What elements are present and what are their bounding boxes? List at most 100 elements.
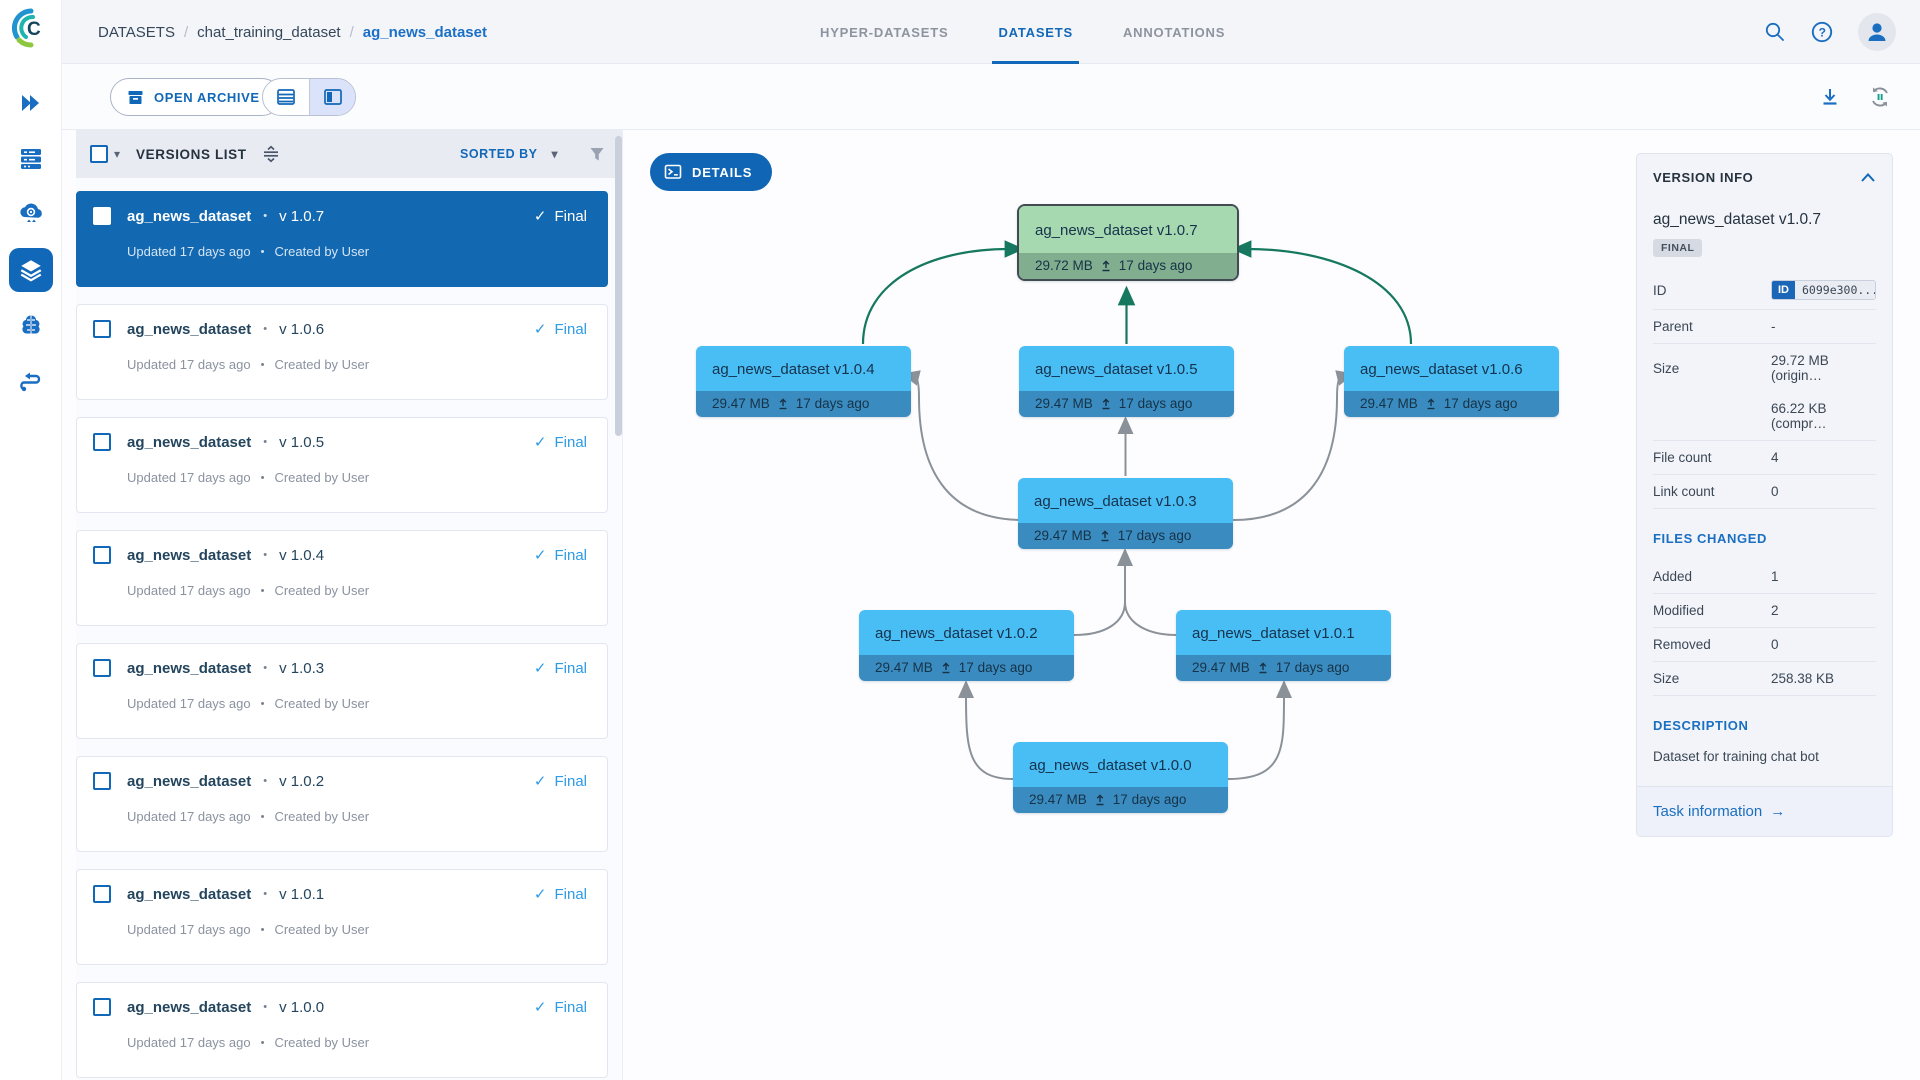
version-checkbox[interactable] [93, 546, 111, 564]
chevron-up-icon[interactable] [1860, 172, 1876, 183]
version-list-item-v1-0-3[interactable]: ag_news_dataset • v 1.0.3 ✓Final Updated… [76, 643, 608, 739]
dot-separator: • [263, 549, 268, 561]
graph-node-v1-0-5[interactable]: ag_news_dataset v1.0.5 29.47 MB 17 days … [1019, 346, 1234, 417]
tab-annotations[interactable]: ANNOTATIONS [1122, 24, 1226, 40]
dot-separator: • [260, 584, 265, 597]
status-final: ✓Final [533, 659, 587, 678]
status-final: ✓Final [533, 546, 587, 565]
version-list-item-v1-0-6[interactable]: ag_news_dataset • v 1.0.6 ✓Final Updated… [76, 304, 608, 400]
open-archive-button[interactable]: OPEN ARCHIVE [110, 78, 281, 116]
tab-hyper-datasets[interactable]: HYPER-DATASETS [820, 24, 949, 40]
graph-node-v1-0-4[interactable]: ag_news_dataset v1.0.4 29.47 MB 17 days … [696, 346, 911, 417]
version-list-item-v1-0-7[interactable]: ag_news_dataset • v 1.0.7 ✓Final Updated… [76, 191, 608, 287]
rail-pipelines-button[interactable] [0, 368, 62, 396]
description-header: DESCRIPTION [1653, 718, 1749, 733]
help-icon[interactable]: ? [1810, 20, 1834, 44]
id-chip-key: ID [1772, 281, 1795, 299]
graph-node-v1-0-6[interactable]: ag_news_dataset v1.0.6 29.47 MB 17 days … [1344, 346, 1559, 417]
version-checkbox[interactable] [93, 998, 111, 1016]
removed-label: Removed [1653, 637, 1711, 652]
graph-node-v1-0-3[interactable]: ag_news_dataset v1.0.3 29.47 MB 17 days … [1018, 478, 1233, 549]
search-icon[interactable] [1764, 21, 1786, 43]
sorted-by-label: SORTED BY [460, 147, 538, 161]
versions-list-title: VERSIONS LIST [136, 146, 247, 162]
created-text: Created by User [274, 922, 370, 937]
breadcrumb-project[interactable]: chat_training_dataset [197, 23, 341, 41]
rail-workers-button[interactable] [0, 200, 62, 228]
rail-projects-button[interactable] [0, 146, 62, 172]
download-icon[interactable] [1820, 87, 1840, 107]
check-icon: ✓ [533, 208, 547, 225]
split-view-toggle-active[interactable] [309, 79, 355, 115]
version-list-item-v1-0-5[interactable]: ag_news_dataset • v 1.0.5 ✓Final Updated… [76, 417, 608, 513]
node-age: 17 days ago [1112, 792, 1187, 807]
version-checkbox[interactable] [93, 320, 111, 338]
node-meta: 29.47 MB 17 days ago [696, 391, 911, 417]
version-list-item-v1-0-1[interactable]: ag_news_dataset • v 1.0.1 ✓Final Updated… [76, 869, 608, 965]
details-button[interactable]: DETAILS [650, 153, 773, 191]
version-checkbox[interactable] [93, 772, 111, 790]
version-name: ag_news_dataset [127, 207, 252, 225]
funnel-icon [590, 148, 604, 161]
dot-separator: • [263, 1001, 268, 1013]
created-text: Created by User [274, 809, 370, 824]
node-label: ag_news_dataset v1.0.7 [1019, 206, 1237, 253]
id-copy-chip[interactable]: ID 6099e300... [1771, 280, 1876, 300]
version-name: ag_news_dataset [127, 433, 252, 451]
dot-separator: • [260, 471, 265, 484]
node-label: ag_news_dataset v1.0.2 [859, 610, 1074, 655]
task-information-link[interactable]: Task information → [1653, 803, 1876, 820]
auto-refresh-icon[interactable] [1868, 85, 1892, 109]
version-name: ag_news_dataset [127, 885, 252, 903]
tab-datasets[interactable]: DATASETS [992, 0, 1079, 64]
updated-text: Updated 17 days ago [127, 922, 251, 937]
breadcrumb-separator: / [183, 23, 189, 41]
rail-expand-button[interactable] [0, 90, 62, 116]
rail-models-button[interactable] [0, 312, 62, 338]
select-all-caret-icon[interactable]: ▾ [114, 147, 121, 161]
version-number: v 1.0.7 [279, 207, 325, 225]
version-number: v 1.0.6 [279, 320, 325, 338]
pipeline-icon [20, 372, 41, 392]
version-checkbox[interactable] [93, 885, 111, 903]
dot-separator: • [260, 810, 265, 823]
version-list-item-v1-0-4[interactable]: ag_news_dataset • v 1.0.4 ✓Final Updated… [76, 530, 608, 626]
avatar[interactable] [1858, 13, 1896, 51]
created-text: Created by User [274, 470, 370, 485]
breadcrumb-current-dataset[interactable]: ag_news_dataset [362, 23, 487, 41]
graph-node-v1-0-7-selected[interactable]: ag_news_dataset v1.0.7 29.72 MB 17 days … [1017, 204, 1239, 281]
graph-node-v1-0-0[interactable]: ag_news_dataset v1.0.0 29.47 MB 17 days … [1013, 742, 1228, 813]
version-list-item-v1-0-0[interactable]: ag_news_dataset • v 1.0.0 ✓Final Updated… [76, 982, 608, 1078]
node-age: 17 days ago [1118, 396, 1193, 411]
filter-button[interactable] [588, 145, 606, 163]
modified-value: 2 [1771, 603, 1779, 618]
version-list-item-v1-0-2[interactable]: ag_news_dataset • v 1.0.2 ✓Final Updated… [76, 756, 608, 852]
active-rail-highlight [9, 248, 53, 292]
updated-text: Updated 17 days ago [127, 809, 251, 824]
status-final: ✓Final [533, 885, 587, 904]
node-age: 17 days ago [1118, 258, 1193, 273]
breadcrumb-root[interactable]: DATASETS [98, 23, 175, 41]
clearml-logo[interactable]: C [0, 6, 62, 50]
sorted-by-dropdown[interactable]: SORTED BY ▾ [460, 147, 558, 161]
upload-icon [1102, 397, 1110, 409]
file-count-value: 4 [1771, 450, 1779, 465]
rail-datasets-button-active[interactable] [0, 248, 62, 292]
breadcrumb-separator: / [349, 23, 354, 41]
graph-node-v1-0-2[interactable]: ag_news_dataset v1.0.2 29.47 MB 17 days … [859, 610, 1074, 681]
row-density-icon[interactable] [261, 144, 281, 164]
graph-node-v1-0-1[interactable]: ag_news_dataset v1.0.1 29.47 MB 17 days … [1176, 610, 1391, 681]
select-all-checkbox[interactable] [90, 145, 108, 163]
node-meta: 29.47 MB 17 days ago [1344, 391, 1559, 417]
table-view-toggle[interactable] [263, 79, 309, 115]
version-checkbox[interactable] [93, 207, 111, 225]
version-number: v 1.0.4 [279, 546, 325, 564]
version-checkbox[interactable] [93, 659, 111, 677]
size-label: Size [1653, 360, 1680, 376]
version-checkbox[interactable] [93, 433, 111, 451]
svg-text:C: C [27, 19, 41, 40]
topbar-actions: ? [1764, 0, 1896, 64]
versions-scrollbar[interactable] [615, 136, 622, 436]
node-size: 29.47 MB [1029, 792, 1087, 807]
version-info-rows: ID ID 6099e300... Parent - Size 29.72 MB… [1653, 271, 1876, 509]
